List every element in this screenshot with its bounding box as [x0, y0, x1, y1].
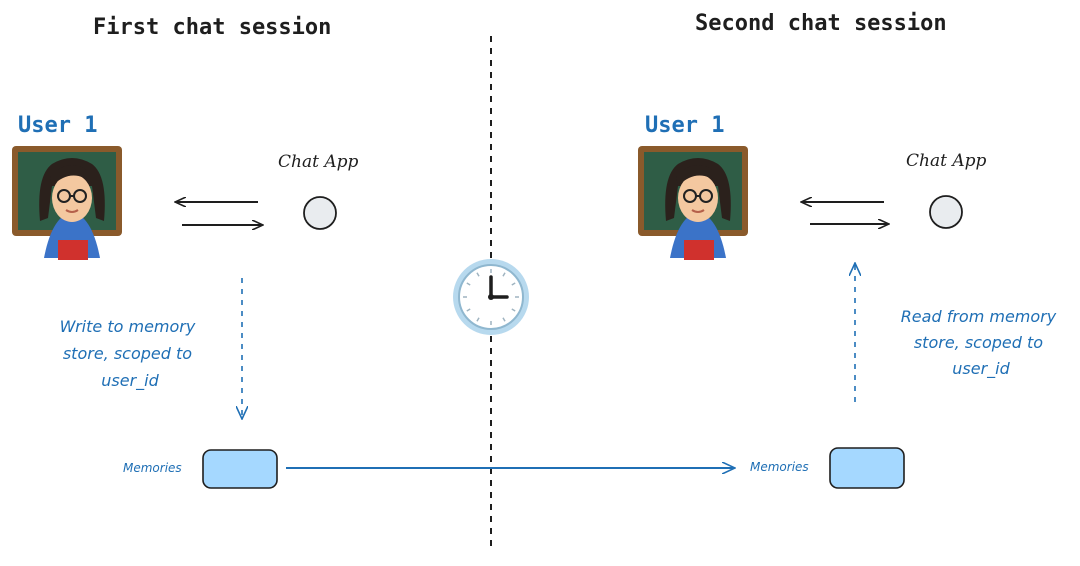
right-note-line-1: Read from memory	[901, 307, 1057, 326]
clock-icon	[453, 259, 529, 335]
left-chat-app-node-icon	[303, 196, 337, 230]
right-memory-store	[829, 447, 905, 489]
right-chat-app-node-icon	[929, 195, 963, 229]
right-note-line-3: user_id	[952, 359, 1010, 379]
right-note-line-2: store, scoped to	[914, 333, 1043, 352]
right-chat-app-label: Chat App	[906, 151, 986, 171]
second-session-title: Second chat session	[695, 11, 947, 36]
left-note-line-1: Write to memory	[60, 317, 196, 336]
first-session-title: First chat session	[93, 15, 331, 40]
left-user-label: User 1	[18, 113, 97, 138]
left-note-line-2: store, scoped to	[63, 344, 192, 363]
left-note-line-3: user_id	[101, 371, 159, 391]
left-chat-app-label: Chat App	[278, 152, 358, 172]
right-user-label: User 1	[645, 113, 724, 138]
left-user-avatar-icon	[12, 146, 122, 260]
left-note: Write to memory store, scoped to user_id	[60, 317, 201, 391]
right-note: Read from memory store, scoped to user_i…	[901, 307, 1062, 379]
left-memories-label: Memories	[123, 461, 182, 475]
right-user-avatar-icon	[638, 146, 748, 260]
left-memory-store	[202, 449, 278, 489]
right-memories-label: Memories	[750, 460, 809, 474]
